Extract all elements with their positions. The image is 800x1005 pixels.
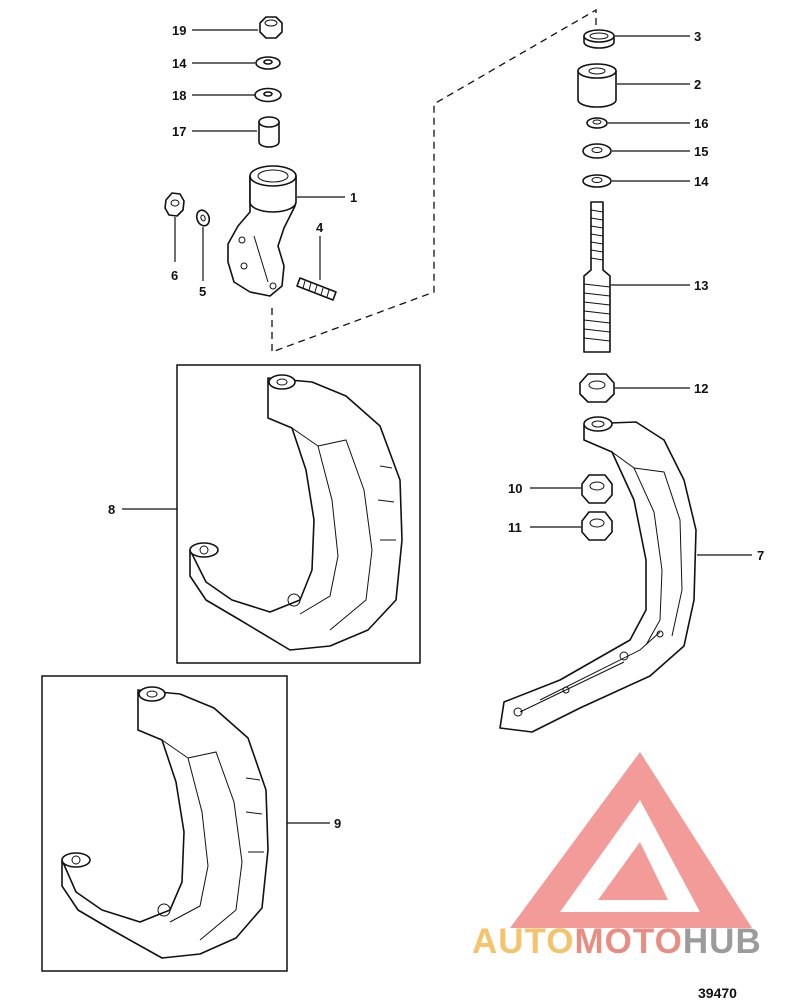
washer-5 [195, 209, 211, 227]
callout-2: 2 [694, 77, 701, 92]
stud-13 [583, 201, 611, 353]
watermark-hub: HUB [682, 922, 762, 961]
nut-10 [581, 474, 613, 504]
watermark-wordmark: AUTOMOTOHUB [472, 922, 762, 962]
callout-10: 10 [508, 481, 522, 496]
nut-12 [579, 373, 615, 403]
washer-16 [586, 117, 608, 129]
lockwasher-15 [582, 143, 612, 159]
assembly-dashed-line [271, 8, 597, 353]
callout-labels: 19 14 18 17 1 4 6 5 3 2 16 15 14 13 12 1… [108, 23, 764, 831]
cup-3 [583, 29, 615, 49]
callout-1: 1 [350, 190, 357, 205]
drawing-number: 39470 [698, 985, 737, 1001]
callout-16: 16 [694, 116, 708, 131]
callout-8: 8 [108, 502, 115, 517]
washer-14-left [255, 56, 281, 70]
nut-11 [581, 511, 613, 541]
washer-14-right [582, 174, 612, 188]
lockwasher-18 [254, 87, 282, 103]
nut-19 [259, 16, 283, 39]
watermark-logo [510, 752, 752, 928]
callout-9: 9 [334, 816, 341, 831]
watermark-moto: MOTO [574, 922, 683, 961]
spacer-17 [258, 116, 280, 148]
callout-17: 17 [172, 124, 186, 139]
callout-7: 7 [757, 548, 764, 563]
support-bracket-9 [61, 686, 269, 959]
support-bracket-8 [189, 374, 403, 651]
support-bracket-7 [499, 416, 697, 733]
stud-4 [296, 277, 337, 301]
watermark-auto: AUTO [472, 922, 575, 961]
callout-13: 13 [694, 278, 708, 293]
callout-19: 19 [172, 23, 186, 38]
callout-12: 12 [694, 381, 708, 396]
callout-11: 11 [508, 520, 522, 535]
mount-bracket-1 [227, 165, 297, 297]
callout-15: 15 [694, 144, 708, 159]
callout-14-left: 14 [172, 56, 187, 71]
nut-6 [164, 192, 185, 217]
callout-6: 6 [171, 268, 178, 283]
leader-lines [122, 29, 752, 824]
callout-4: 4 [316, 220, 324, 235]
bracket-8-box [176, 364, 421, 664]
callout-3: 3 [694, 29, 701, 44]
bushing-2 [577, 63, 617, 108]
callout-5: 5 [199, 284, 206, 299]
callout-14-right: 14 [694, 174, 709, 189]
callout-18: 18 [172, 88, 186, 103]
